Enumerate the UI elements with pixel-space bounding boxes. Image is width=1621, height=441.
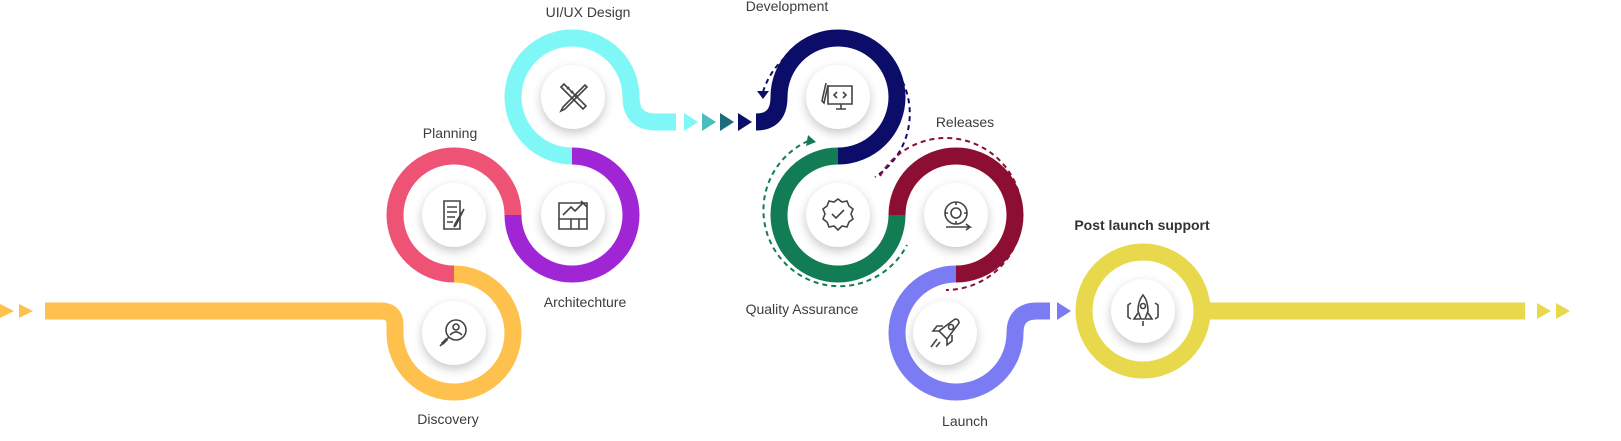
qa-dashed-arc bbox=[762, 140, 908, 288]
releases-ring bbox=[888, 147, 1024, 283]
discovery-ring bbox=[386, 265, 522, 401]
checklist-document-icon bbox=[443, 200, 465, 230]
rocket-gear-icon bbox=[1127, 293, 1159, 326]
development-label: Development bbox=[745, 0, 829, 14]
pencil-ruler-icon bbox=[559, 82, 589, 113]
lead-arrow-1 bbox=[0, 304, 14, 318]
flow-arrow-3 bbox=[720, 113, 734, 131]
launch-arrow bbox=[1057, 302, 1071, 320]
development-ring bbox=[755, 29, 906, 165]
rocket-icon bbox=[930, 318, 960, 348]
qa-icon-disc bbox=[806, 183, 870, 247]
uiux-label: UI/UX Design bbox=[545, 4, 631, 20]
support-icon-disc bbox=[1111, 279, 1175, 343]
flow-arrow-1 bbox=[684, 113, 698, 131]
qa-label: Quality Assurance bbox=[745, 301, 859, 317]
architecture-label: Architechture bbox=[543, 294, 627, 310]
lead-arrow-2 bbox=[19, 304, 33, 318]
development-dash-arrowhead bbox=[757, 91, 769, 99]
tail-arrow-1 bbox=[1537, 303, 1551, 319]
qa-ring bbox=[770, 147, 906, 283]
planning-label: Planning bbox=[422, 125, 478, 141]
launch-icon-disc bbox=[913, 301, 977, 365]
planning-icon-disc bbox=[422, 183, 486, 247]
discovery-connector-line bbox=[45, 302, 404, 333]
monitor-code-icon bbox=[821, 82, 853, 110]
releases-dashed-arc bbox=[879, 137, 1023, 291]
architecture-ring bbox=[504, 147, 640, 283]
magnifier-user-icon bbox=[439, 319, 467, 347]
launch-label: Launch bbox=[942, 413, 988, 429]
releases-icon-disc bbox=[924, 183, 988, 247]
launch-ring bbox=[888, 265, 1050, 401]
tail-arrow-2 bbox=[1556, 303, 1570, 319]
uiux-icon-disc bbox=[541, 65, 605, 129]
releases-label: Releases bbox=[935, 114, 995, 130]
discovery-icon-disc bbox=[422, 301, 486, 365]
badge-check-icon bbox=[822, 198, 854, 232]
blueprint-icon bbox=[558, 200, 588, 230]
support-label: Post launch support bbox=[1074, 217, 1210, 233]
qa-dash-arrowhead-top bbox=[806, 135, 816, 146]
cycle-arrow-icon bbox=[944, 201, 973, 231]
architecture-icon-disc bbox=[541, 183, 605, 247]
discovery-label: Discovery bbox=[417, 411, 479, 427]
planning-ring bbox=[386, 147, 522, 283]
development-dashed-arc bbox=[762, 37, 911, 178]
development-icon-disc bbox=[806, 65, 870, 129]
flow-arrow-2 bbox=[702, 113, 716, 131]
flow-arrow-4 bbox=[738, 113, 752, 131]
uiux-ring bbox=[504, 29, 676, 165]
